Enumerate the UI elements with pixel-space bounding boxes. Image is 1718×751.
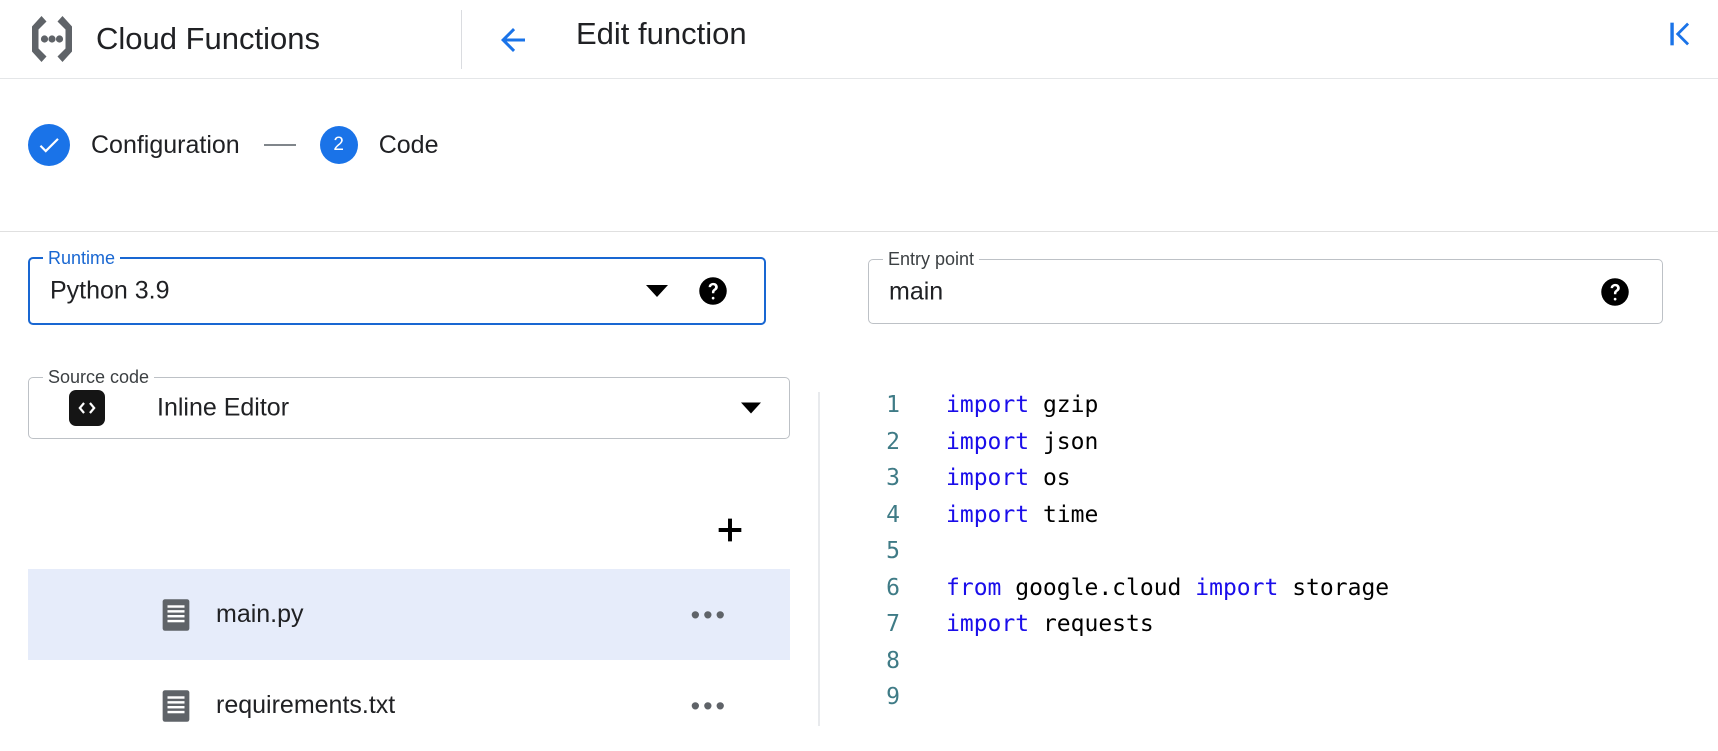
- check-icon: [39, 138, 59, 153]
- runtime-select[interactable]: Runtime Python 3.9: [28, 248, 766, 325]
- arrow-left-icon: [501, 28, 525, 52]
- header-divider: [461, 10, 462, 69]
- step-code-number: 2: [333, 134, 344, 155]
- add-file-button[interactable]: [700, 500, 760, 560]
- file-list: main.py ••• requirements.txt •••: [28, 569, 790, 751]
- code-brackets-icon: [69, 390, 105, 426]
- source-code-label: Source code: [43, 367, 155, 387]
- plus-icon: [718, 518, 742, 542]
- code-line: 9: [840, 684, 1718, 721]
- cloud-functions-logo-icon: [32, 16, 72, 62]
- runtime-value: Python 3.9: [50, 276, 170, 305]
- code-identifier: requests: [1029, 611, 1154, 637]
- file-document-icon: [162, 598, 190, 631]
- code-keyword: from: [946, 574, 1002, 601]
- more-horizontal-icon[interactable]: •••: [690, 599, 728, 630]
- source-code-value: Inline Editor: [157, 393, 290, 422]
- code-line: 7 import requests: [840, 611, 1718, 648]
- code-line: 6 from google.cloud import storage: [840, 575, 1718, 612]
- code-keyword: import: [1195, 574, 1279, 601]
- line-number: 3: [886, 465, 900, 491]
- step-configuration-marker: [28, 124, 70, 166]
- code-line: 5: [840, 538, 1718, 575]
- help-icon[interactable]: [1600, 277, 1630, 307]
- code-identifier: google.cloud: [1001, 574, 1196, 601]
- app-header: Cloud Functions Edit function: [0, 0, 1718, 79]
- step-configuration-label: Configuration: [91, 130, 240, 159]
- edit-function-page: Cloud Functions Edit function: [0, 0, 1718, 726]
- entry-point-label: Entry point: [883, 249, 980, 269]
- line-number: 7: [886, 611, 900, 637]
- pane-divider: [818, 392, 820, 726]
- code-keyword: import: [946, 611, 1030, 637]
- code-keyword: import: [946, 501, 1030, 528]
- brand-area[interactable]: Cloud Functions: [24, 8, 320, 70]
- code-text[interactable]: import time: [946, 502, 1098, 528]
- code-text[interactable]: import gzip: [946, 392, 1098, 418]
- help-icon[interactable]: [698, 276, 728, 306]
- file-name: requirements.txt: [216, 691, 396, 719]
- collapse-panel-button[interactable]: [1656, 10, 1704, 58]
- line-number: 6: [886, 574, 900, 601]
- list-item[interactable]: requirements.txt •••: [28, 660, 790, 751]
- wizard-stepper: Configuration 2 Code: [0, 79, 1718, 232]
- code-editor[interactable]: 1 import gzip 2 import json 3 import os 4 impor…: [840, 392, 1718, 726]
- source-code-select[interactable]: Source code Inline Editor: [28, 367, 790, 439]
- line-number: 5: [886, 538, 900, 564]
- line-number: 1: [886, 392, 900, 418]
- code-text[interactable]: import requests: [946, 611, 1154, 637]
- code-keyword: import: [946, 428, 1030, 455]
- brand-title: Cloud Functions: [96, 21, 321, 56]
- line-number: 9: [886, 684, 900, 710]
- code-line: 3 import os: [840, 465, 1718, 502]
- code-identifier: storage: [1278, 574, 1390, 601]
- line-number: 4: [886, 501, 900, 528]
- code-line: 1 import gzip: [840, 392, 1718, 429]
- more-horizontal-icon[interactable]: •••: [690, 690, 728, 721]
- code-identifier: time: [1029, 501, 1099, 528]
- back-button[interactable]: [487, 14, 539, 66]
- code-keyword: import: [946, 392, 1030, 418]
- entry-point-input[interactable]: Entry point main: [868, 249, 1663, 324]
- line-number: 2: [886, 428, 900, 455]
- file-document-icon: [162, 689, 190, 722]
- collapse-panel-left-icon: [1670, 22, 1690, 46]
- chevron-down-icon[interactable]: [646, 285, 668, 297]
- step-code-label: Code: [378, 130, 439, 159]
- entry-point-value: main: [889, 277, 944, 305]
- code-line: 2 import json: [840, 429, 1718, 466]
- code-line: 4 import time: [840, 502, 1718, 539]
- code-text[interactable]: from google.cloud import storage: [946, 575, 1389, 601]
- code-identifier: gzip: [1029, 392, 1099, 418]
- file-name: main.py: [216, 600, 304, 628]
- runtime-label: Runtime: [43, 248, 121, 268]
- step-code[interactable]: 2 Code: [319, 126, 439, 164]
- code-identifier: os: [1029, 465, 1071, 491]
- code-text[interactable]: import json: [946, 429, 1098, 455]
- code-keyword: import: [946, 465, 1030, 491]
- stepper-separator: [263, 144, 296, 146]
- step-code-marker: 2: [319, 126, 358, 164]
- code-identifier: json: [1029, 428, 1099, 455]
- page-title: Edit function: [576, 16, 747, 51]
- chevron-down-icon[interactable]: [741, 402, 761, 414]
- code-line: 8: [840, 648, 1718, 685]
- code-text[interactable]: import os: [946, 465, 1071, 491]
- step-configuration[interactable]: Configuration: [28, 124, 240, 166]
- list-item[interactable]: main.py •••: [28, 569, 790, 660]
- line-number: 8: [886, 647, 900, 674]
